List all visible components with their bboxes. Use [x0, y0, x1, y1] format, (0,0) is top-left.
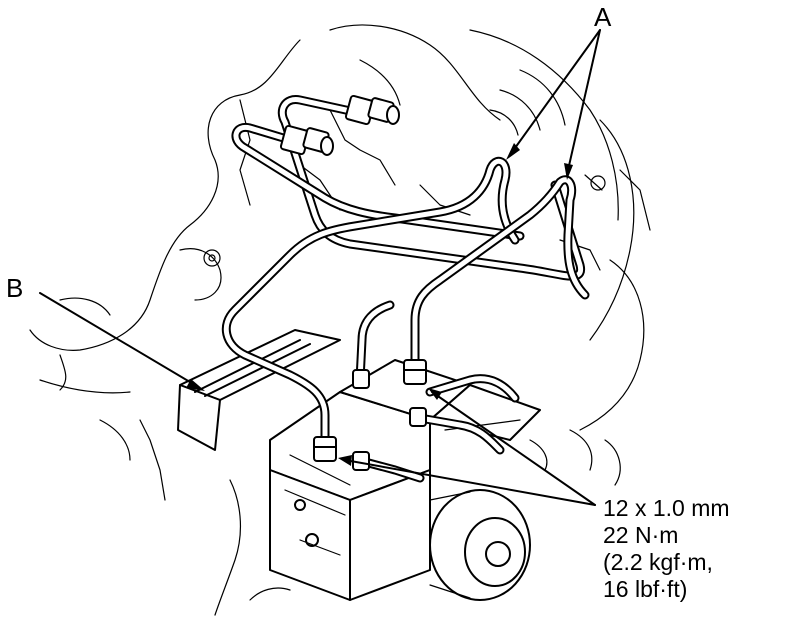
callout-b-label: B	[6, 273, 23, 303]
torque-spec: 12 x 1.0 mm 22 N·m (2.2 kgf·m, 16 lbf·ft…	[603, 495, 730, 602]
callout-b-leader	[39, 292, 205, 391]
torque-spec-leaders	[338, 388, 596, 506]
flare-nut-right	[403, 359, 427, 385]
flare-nut-center	[352, 369, 427, 471]
spec-torque-nm: 22 N·m	[603, 522, 678, 548]
callout-a-label: A	[594, 2, 612, 32]
brake-pipe-a-left	[221, 156, 520, 450]
flare-nut-top-1	[344, 94, 400, 126]
callout-a-leaders	[506, 29, 601, 180]
flare-nut-top-2	[279, 124, 334, 156]
flare-nut-left	[313, 436, 337, 462]
spec-torque-kgfm: (2.2 kgf·m,	[603, 549, 713, 575]
abs-modulator-unit	[269, 359, 541, 601]
brake-pipe-a-right	[410, 175, 590, 375]
spec-thread-size: 12 x 1.0 mm	[603, 495, 730, 521]
engine-bay-background	[29, 24, 651, 616]
spec-torque-lbfft: 16 lbf·ft)	[603, 576, 687, 602]
